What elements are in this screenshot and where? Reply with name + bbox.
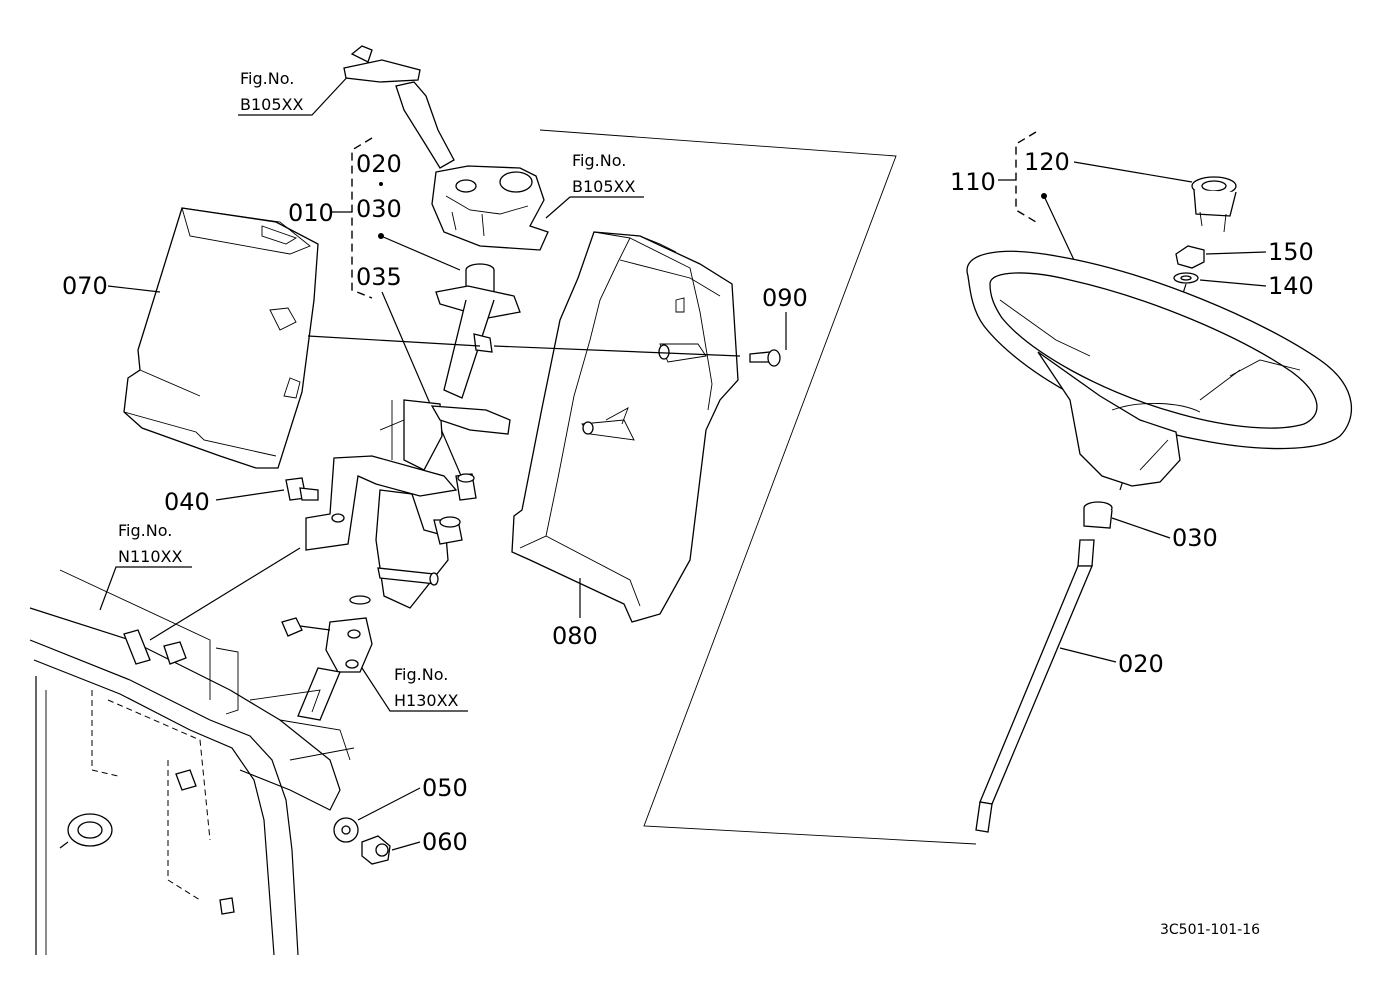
label-050[interactable]: 050 [422, 774, 468, 802]
fig-ref-n110[interactable]: Fig.No. N110XX [99, 521, 192, 611]
fig-ref-code: H130XX [394, 691, 459, 710]
label-030-a[interactable]: 030 [356, 195, 402, 223]
leader-line [99, 566, 192, 611]
label-060[interactable]: 060 [422, 828, 468, 856]
fig-ref-b105-right[interactable]: Fig.No. B105XX [545, 151, 644, 219]
fig-ref-b105-top[interactable]: Fig.No. B105XX [238, 69, 353, 116]
group-bracket [1015, 131, 1037, 223]
part-080-panel [511, 231, 739, 623]
leader-line [545, 196, 644, 219]
steering-wheel [966, 250, 1353, 487]
reference-outline [539, 129, 977, 845]
label-040[interactable]: 040 [164, 488, 210, 516]
assembly-010-group: 020 030 035 010 [288, 137, 463, 479]
group-bracket [351, 137, 373, 299]
part-020-shaft [975, 539, 1095, 833]
part-090-bolt [493, 345, 781, 367]
fig-ref-code: N110XX [118, 547, 182, 566]
fig-ref-code: B105XX [240, 95, 303, 114]
label-020-a[interactable]: 020 [356, 150, 402, 178]
part-030-bushing [1083, 501, 1113, 529]
label-140[interactable]: 140 [1268, 272, 1314, 300]
part-070-cover [123, 207, 481, 469]
drawing-code: 3C501-101-16 [1160, 922, 1260, 938]
fig-ref-title: Fig.No. [572, 151, 626, 170]
label-035[interactable]: 035 [356, 263, 402, 291]
fig-ref-title: Fig.No. [118, 521, 172, 540]
label-120[interactable]: 120 [1024, 148, 1070, 176]
leader-line [361, 667, 468, 712]
fig-ref-title: Fig.No. [394, 665, 448, 684]
label-010[interactable]: 010 [288, 199, 334, 227]
universal-joint [281, 595, 373, 721]
label-030-b[interactable]: 030 [1172, 524, 1218, 552]
leader-line [238, 71, 353, 116]
label-090[interactable]: 090 [762, 284, 808, 312]
fig-ref-title: Fig.No. [240, 69, 294, 88]
part-060-nut [361, 835, 391, 865]
steering-column [305, 263, 521, 609]
label-150[interactable]: 150 [1268, 238, 1314, 266]
label-020-b[interactable]: 020 [1118, 650, 1164, 678]
part-140-washer [1173, 272, 1199, 284]
part-120-cap [1191, 176, 1237, 233]
vehicle-frame [29, 547, 355, 956]
label-070[interactable]: 070 [62, 272, 108, 300]
fig-ref-code: B105XX [572, 177, 635, 196]
combination-switch [343, 45, 549, 251]
part-040-bolt [285, 477, 319, 501]
fig-ref-h130[interactable]: Fig.No. H130XX [361, 665, 468, 712]
wheel-assembly-group: 110 120 [950, 131, 1193, 261]
part-050-washer [333, 817, 359, 843]
part-150-nut [1175, 245, 1205, 269]
label-080[interactable]: 080 [552, 622, 598, 650]
label-110[interactable]: 110 [950, 168, 996, 196]
